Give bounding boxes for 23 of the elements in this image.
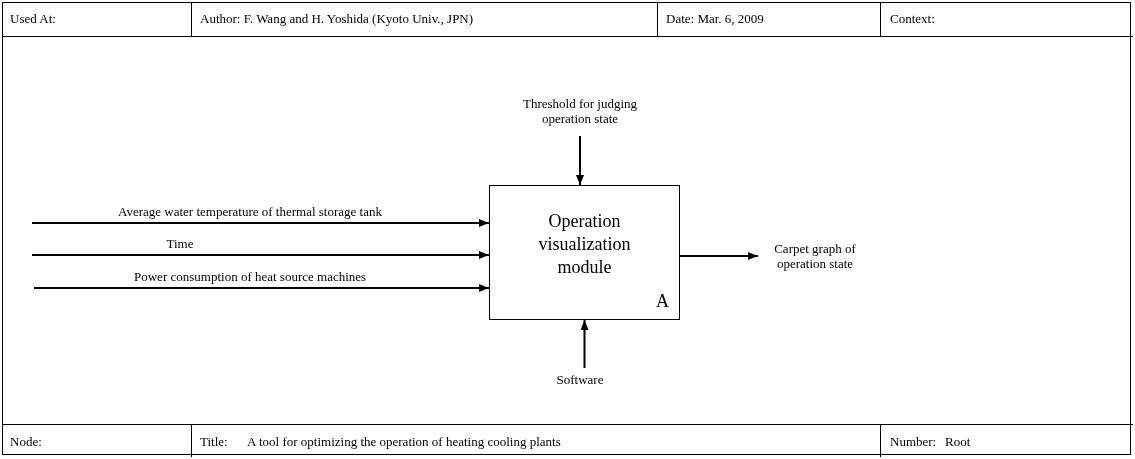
arrow: [31, 219, 490, 227]
number-value: Root: [945, 434, 971, 450]
edge-label: Average water temperature of thermal storage tank: [116, 204, 384, 219]
control-label: Threshold for judging operation state: [521, 96, 639, 126]
arrow: [679, 252, 759, 260]
header-field-label: Context:: [890, 11, 935, 27]
date-text: Date: Mar. 6, 2009: [666, 11, 764, 27]
header-field-label: Used At:: [10, 11, 56, 27]
function-name: Operation visualization module: [537, 210, 632, 279]
output-label: Carpet graph of operation state: [773, 241, 857, 271]
arrow: [31, 251, 490, 259]
author-text: Author: F. Wang and H. Yoshida (Kyoto Univ., JPN): [200, 11, 474, 27]
title-value: A tool for optimizing the operation of heating cooling plants: [247, 434, 561, 450]
arrow: [580, 319, 589, 369]
function-box: [489, 185, 680, 320]
arrow: [33, 284, 490, 292]
box-number: A: [656, 291, 669, 311]
mechanism-label: Software: [555, 371, 605, 387]
edge-label: Power consumption of heat source machines: [132, 269, 369, 284]
footer-field-label: Node:: [10, 434, 42, 450]
footer-field-label: Number:: [890, 434, 937, 450]
footer-field-label: Title:: [200, 434, 228, 450]
arrow: [576, 135, 584, 186]
